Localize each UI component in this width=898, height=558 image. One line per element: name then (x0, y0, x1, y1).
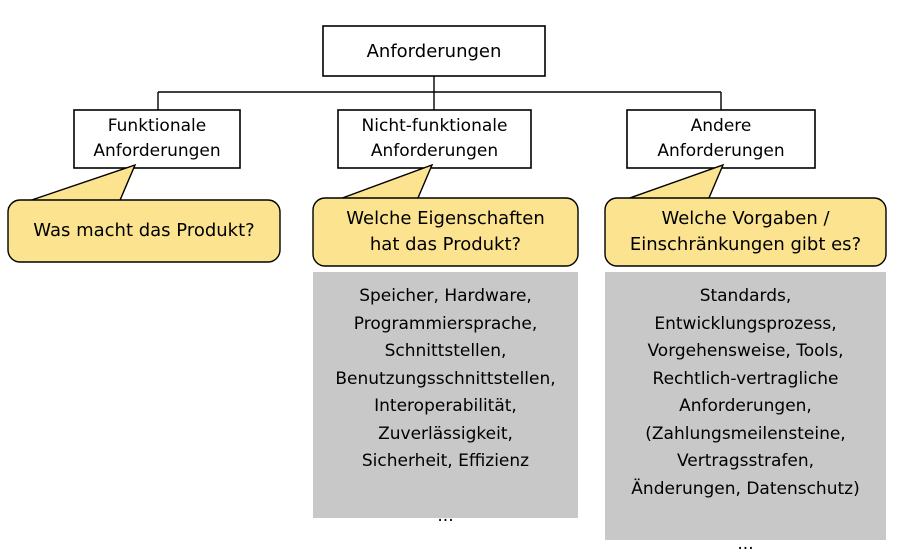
requirements-tree-diagram: Anforderungen Funktionale Anforderungen … (7, 25, 887, 554)
node-box-nicht-funktionale (337, 109, 532, 169)
node-box-anforderungen (322, 25, 546, 77)
callout-bubble-other (604, 197, 887, 267)
node-box-funktionale (73, 109, 241, 169)
diagram-canvas (7, 25, 887, 540)
detail-panel-other (605, 272, 886, 540)
callout-bubble-nonfunctional (312, 197, 579, 267)
detail-panel-nonfunctional (313, 272, 578, 518)
callout-bubble-functional (7, 199, 281, 263)
node-box-andere (626, 109, 816, 169)
